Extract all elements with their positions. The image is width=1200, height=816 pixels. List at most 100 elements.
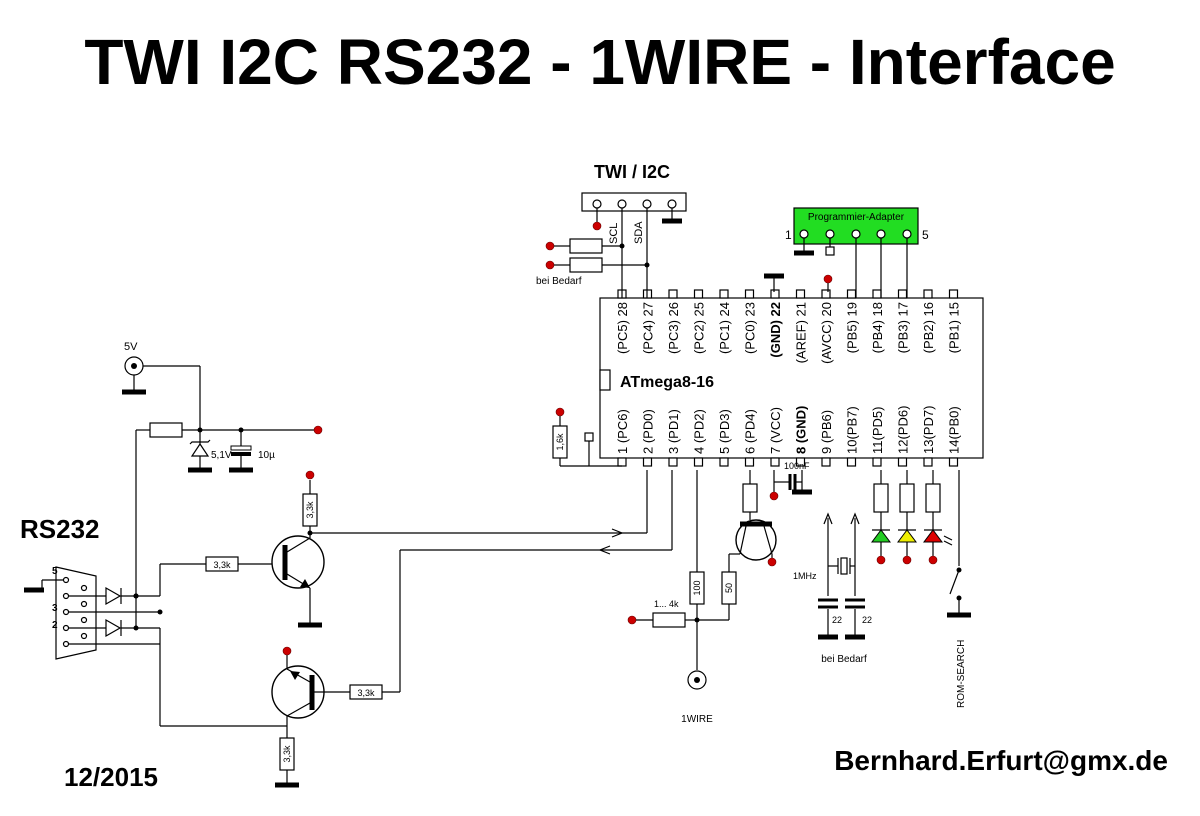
mcu-pin-box (770, 289, 780, 299)
rom-search-label: ROM-SEARCH (956, 640, 967, 708)
decoupling-cap: 100nF (769, 461, 812, 501)
ow-series-resistor-label: 100 (692, 580, 702, 595)
sda-label: SDA (633, 221, 645, 244)
mcu-pin-box (719, 289, 729, 299)
mcu-pin-label: (GND) 22 (768, 302, 783, 358)
ow-base-resistor-label: 50 (724, 583, 734, 593)
mcu-pin-label: 9 (PB6) (819, 410, 834, 454)
programmer-label: Programmier-Adapter (808, 212, 905, 223)
mcu-pin-label: (PC5) 28 (615, 302, 630, 354)
mcu-pin-box (617, 457, 627, 467)
mcu-pin-label: 10(PB7) (845, 406, 860, 454)
rs232-pin2: 2 (52, 620, 58, 631)
mcu-pin-box (897, 289, 908, 299)
mcu-pin-box (923, 457, 933, 467)
mcu-pin-label: 4 (PD2) (692, 409, 707, 454)
mcu-pin-label: 2 (PD0) (641, 409, 656, 454)
tx-transistor: 3,3k 3,3k (205, 470, 624, 628)
mcu-bottom-pins: 1 (PC6) 2 (PD0) 3 (PD1) 4 (PD2) 5 (PD3) 6 (PD… (615, 406, 962, 467)
mcu-pin-box (846, 457, 857, 467)
mcu-pin-box (846, 289, 857, 299)
rx-base-resistor-label: 3,3k (357, 688, 375, 698)
mcu-pin-box (668, 457, 678, 467)
cap-10u-label: 10µ (258, 450, 275, 461)
mcu-pin-label: 5 (PD3) (717, 409, 732, 454)
mcu-pin-label: 14(PB0) (947, 406, 962, 454)
mcu-pin-label: (PC4) 27 (641, 302, 656, 354)
reset-circuit: 1,6k (552, 407, 622, 467)
rs232-label: RS232 (20, 514, 100, 544)
mcu-pin-label: 13(PD7) (921, 406, 936, 454)
cap-100n-label: 100nF (784, 461, 810, 471)
rs232-pin3: 3 (52, 603, 58, 614)
mcu-pin-label: (PB5) 19 (845, 302, 860, 353)
programmer-adapter: Programmier-Adapter 1 5 (785, 207, 929, 298)
power-label: 5V (124, 341, 138, 353)
mcu-name: ATmega8-16 (620, 374, 714, 391)
mcu-pin-box (693, 457, 704, 467)
tx-collector-resistor-label: 3,3k (305, 501, 315, 519)
mcu-pin-box (770, 457, 780, 467)
rs232-connector: 5 3 2 (24, 563, 287, 727)
mcu-pin-box (744, 457, 755, 467)
mcu-pin-box (642, 457, 653, 467)
rx-transistor: 3,3k 3,3k (271, 545, 647, 788)
email-label: Bernhard.Erfurt@gmx.de (834, 745, 1168, 776)
mcu-pin-box (693, 289, 704, 299)
mcu-pin-label: (AREF) 21 (794, 302, 809, 363)
diagram-title: TWI I2C RS232 - 1WIRE - Interface (84, 26, 1115, 98)
mcu-pin-label: (AVCC) 20 (819, 302, 834, 364)
mcu-pin-box (948, 289, 959, 299)
mcu-pin-label: (PB3) 17 (896, 302, 911, 353)
date-label: 12/2015 (64, 762, 158, 792)
rs232-pin5: 5 (52, 566, 58, 577)
reset-resistor-label: 1,6k (555, 433, 565, 451)
onewire-label: 1WIRE (681, 714, 713, 725)
rx-emitter-resistor-label: 3,3k (282, 745, 292, 763)
mcu-pin-box (668, 289, 678, 299)
mcu-pin-box (872, 289, 882, 299)
mcu-pin-box (795, 457, 806, 467)
mcu-chip: ATmega8-16 (599, 297, 984, 459)
mcu-pin-label: (PB2) 16 (921, 302, 936, 353)
mcu-pin-box (744, 289, 755, 299)
mcu-pin-box (948, 457, 959, 467)
mcu-pin-label: (PB1) 15 (947, 302, 962, 353)
programmer-pin-first: 1 (785, 228, 792, 242)
mcu-pin-label: (PC3) 26 (666, 302, 681, 354)
mcu-pin-label: (PC2) 25 (692, 302, 707, 354)
twi-note: bei Bedarf (536, 276, 582, 287)
mcu-pin-box (821, 457, 831, 467)
led-group (871, 470, 953, 565)
mcu-pin-label: 12(PD6) (896, 406, 911, 454)
mcu-pin-label: 6 (PD4) (743, 409, 758, 454)
mcu-pin-label: (PC0) 23 (743, 302, 758, 354)
mcu-pin-box (897, 457, 908, 467)
mcu-pin-box (923, 289, 933, 299)
cap-22a-label: 22 (832, 615, 842, 625)
rom-search-switch: ROM-SEARCH (947, 470, 971, 708)
zener-label: 5,1V (211, 450, 232, 461)
crystal-label: 1MHz (793, 571, 817, 581)
programmer-pin-last: 5 (922, 228, 929, 242)
onewire-circuit: 100 50 1... 4k 1WIRE (627, 470, 777, 725)
twi-header: TWI / I2C SCL SDA bei Bedarf (536, 162, 687, 298)
ow-pullup-resistor-label: 1... 4k (654, 599, 679, 609)
mcu-pin-label: (PC1) 24 (717, 302, 732, 354)
mcu-pin-box (795, 289, 806, 299)
mcu-pin-label: 11(PD5) (870, 407, 885, 454)
mcu-pin-label: 1 (PC6) (615, 409, 630, 454)
mcu-pin-label: 7 (VCC) (768, 407, 783, 454)
mcu-pin-label: 3 (PD1) (666, 409, 681, 454)
crystal-circuit: 1MHz 22 22 bei Bedarf (793, 512, 872, 665)
mcu-pin-label: (PB4) 18 (870, 302, 885, 353)
crystal-note: bei Bedarf (821, 654, 867, 665)
mcu-pin-box (719, 457, 729, 467)
scl-label: SCL (608, 223, 620, 244)
mcu-pin-box (872, 457, 882, 467)
cap-22b-label: 22 (862, 615, 872, 625)
mcu-pin-label: 8 (GND) (794, 406, 809, 454)
power-supply: 5V 5,1V 10µ (122, 341, 323, 599)
mcu-pin-box (821, 289, 831, 299)
